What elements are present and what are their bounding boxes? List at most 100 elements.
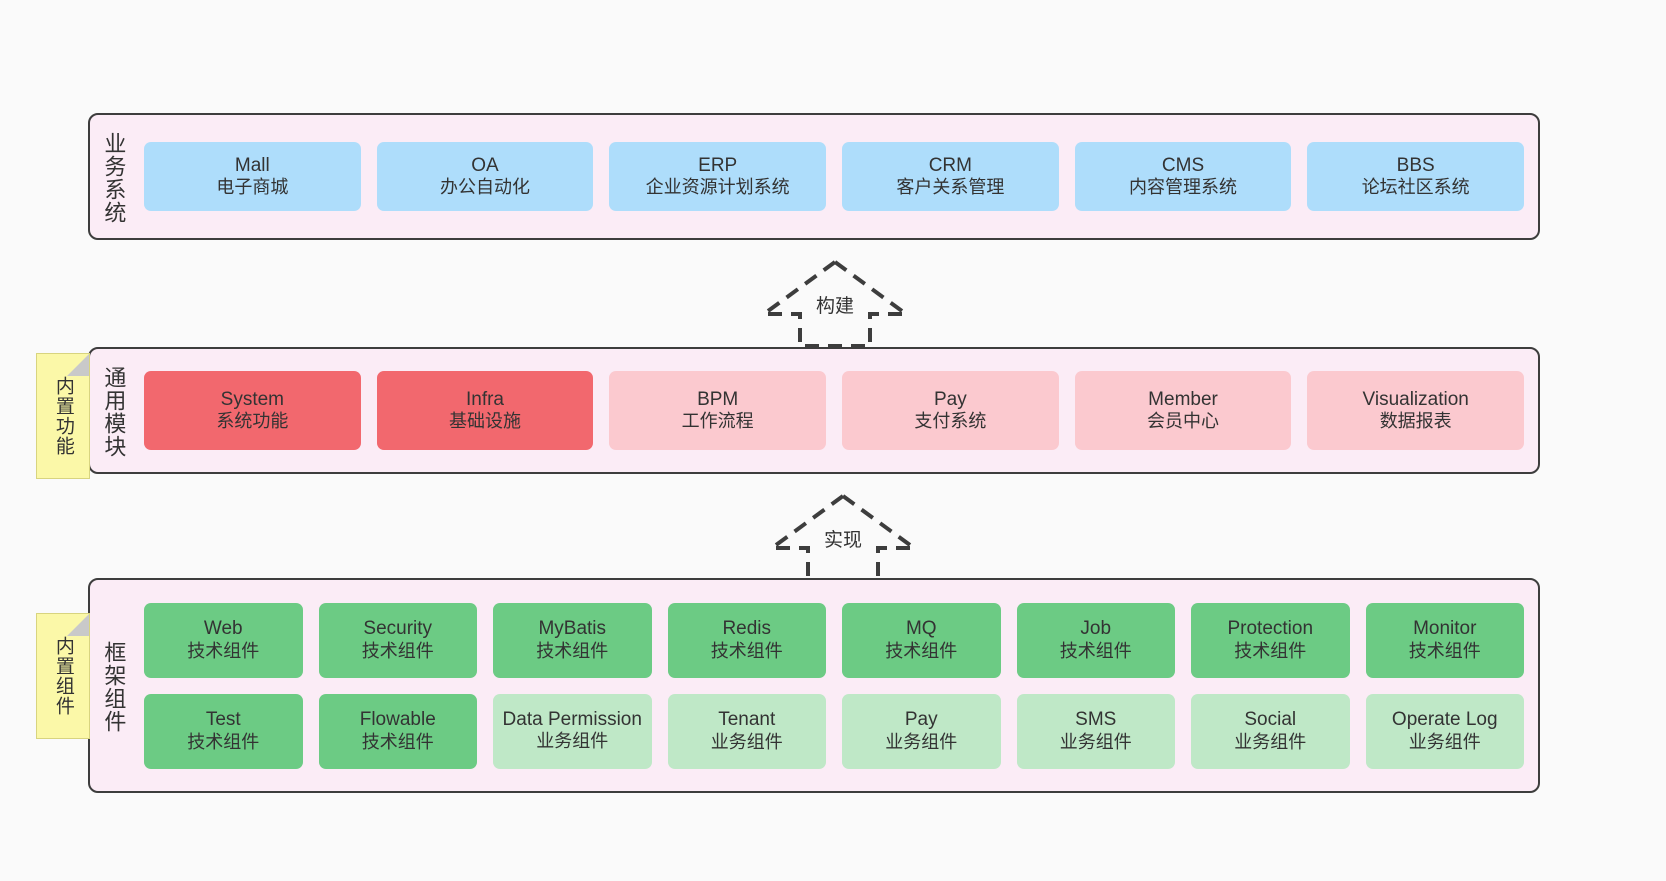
layer-body-framework: Web 技术组件 Security 技术组件 MyBatis 技术组件 Redi… <box>136 580 1538 791</box>
cell-title-cn: 电子商城 <box>216 177 289 198</box>
cell-title-en: Tenant <box>718 709 776 731</box>
cell-visualization[interactable]: Visualization 数据报表 <box>1307 371 1525 450</box>
layer-title-business: 业务系统 <box>101 131 127 224</box>
cell-title-cn: 客户关系管理 <box>896 177 1005 198</box>
cell-title-cn: 支付系统 <box>914 411 987 432</box>
cell-title-en: Visualization <box>1362 388 1469 410</box>
cell-title-en: Test <box>205 709 241 731</box>
cell-title-en: Flowable <box>359 709 436 731</box>
arrow-implement: 实现 <box>768 492 918 582</box>
cell-title-cn: 技术组件 <box>361 731 434 752</box>
cell-title-en: MyBatis <box>538 618 607 640</box>
cell-title-cn: 技术组件 <box>187 640 260 661</box>
arrow-label-build: 构建 <box>815 296 854 317</box>
cell-title-en: SMS <box>1075 709 1117 731</box>
cell-title-en: Monitor <box>1413 618 1477 640</box>
cell-erp[interactable]: ERP 企业资源计划系统 <box>609 142 827 211</box>
cell-cms[interactable]: CMS 内容管理系统 <box>1074 142 1292 211</box>
cell-security[interactable]: Security 技术组件 <box>318 602 477 678</box>
layer-business-systems: 业务系统 Mall 电子商城 OA 办公自动化 ERP 企业资源计划系统 CRM… <box>88 113 1540 240</box>
cell-row: Web 技术组件 Security 技术组件 MyBatis 技术组件 Redi… <box>144 602 1524 678</box>
cell-title-cn: 技术组件 <box>361 640 434 661</box>
cell-title-en: Operate Log <box>1391 709 1498 731</box>
cell-title-en: BPM <box>697 388 739 410</box>
cell-title-cn: 业务组件 <box>1059 731 1132 752</box>
cell-bpm[interactable]: BPM 工作流程 <box>609 371 827 450</box>
cell-title-en: CRM <box>928 154 972 176</box>
cell-social[interactable]: Social 业务组件 <box>1191 693 1350 769</box>
cell-title-en: MQ <box>905 618 937 640</box>
cell-mq[interactable]: MQ 技术组件 <box>842 602 1001 678</box>
cell-mybatis[interactable]: MyBatis 技术组件 <box>493 602 652 678</box>
cell-mall[interactable]: Mall 电子商城 <box>144 142 361 211</box>
cell-title-en: Mall <box>234 154 270 176</box>
cell-system[interactable]: System 系统功能 <box>144 371 361 450</box>
layer-body-common: System 系统功能 Infra 基础设施 BPM 工作流程 Pay 支付系统… <box>136 349 1538 472</box>
layer-framework-components: 框架组件 Web 技术组件 Security 技术组件 MyBatis 技术组件… <box>88 578 1540 793</box>
cell-row: Test 技术组件 Flowable 技术组件 Data Permission … <box>144 693 1524 769</box>
cell-title-cn: 基础设施 <box>449 411 521 432</box>
cell-title-cn: 论坛社区系统 <box>1361 177 1470 198</box>
cell-row: Mall 电子商城 OA 办公自动化 ERP 企业资源计划系统 CRM 客户关系… <box>144 142 1525 211</box>
cell-pay[interactable]: Pay 支付系统 <box>842 371 1059 450</box>
cell-title-en: Infra <box>465 388 505 410</box>
cell-title-cn: 会员中心 <box>1147 411 1220 432</box>
cell-title-cn: 技术组件 <box>710 640 783 661</box>
layer-common-modules: 通用模块 System 系统功能 Infra 基础设施 BPM 工作流程 Pay… <box>88 347 1540 474</box>
dashed-up-arrow-icon <box>760 259 910 348</box>
cell-title-en: Data Permission <box>502 708 642 730</box>
cell-sms[interactable]: SMS 业务组件 <box>1016 693 1175 769</box>
cell-title-en: Social <box>1244 709 1297 731</box>
cell-title-en: System <box>220 388 285 410</box>
cell-title-en: Web <box>203 618 243 640</box>
cell-title-cn: 业务组件 <box>1234 731 1307 752</box>
arrow-build: 构建 <box>760 258 910 348</box>
cell-title-en: BBS <box>1396 154 1435 176</box>
cell-title-en: Pay <box>904 709 938 731</box>
cell-title-en: Job <box>1080 618 1112 640</box>
cell-title-en: Protection <box>1227 618 1314 640</box>
cell-flowable[interactable]: Flowable 技术组件 <box>318 693 477 769</box>
cell-title-cn: 业务组件 <box>536 731 609 752</box>
cell-title-en: OA <box>471 154 499 176</box>
cell-title-cn: 技术组件 <box>1234 640 1307 661</box>
cell-title-cn: 业务组件 <box>710 731 783 752</box>
cell-crm[interactable]: CRM 客户关系管理 <box>842 142 1059 211</box>
cell-bbs[interactable]: BBS 论坛社区系统 <box>1307 142 1525 211</box>
cell-title-cn: 工作流程 <box>681 411 754 432</box>
cell-title-cn: 数据报表 <box>1379 411 1452 432</box>
cell-title-en: ERP <box>698 154 738 176</box>
cell-title-en: CMS <box>1161 154 1205 176</box>
cell-operate-log[interactable]: Operate Log 业务组件 <box>1365 693 1524 769</box>
cell-title-cn: 技术组件 <box>885 640 958 661</box>
cell-title-cn: 技术组件 <box>1408 640 1481 661</box>
cell-monitor[interactable]: Monitor 技术组件 <box>1365 602 1524 678</box>
cell-job[interactable]: Job 技术组件 <box>1016 602 1175 678</box>
cell-title-en: Redis <box>722 618 772 640</box>
cell-data-permission[interactable]: Data Permission 业务组件 <box>493 693 652 769</box>
cell-pay-business[interactable]: Pay 业务组件 <box>842 693 1001 769</box>
cell-title-cn: 办公自动化 <box>440 177 530 198</box>
sticky-note-builtin-components: 内置组件 <box>36 613 90 739</box>
cell-title-cn: 内容管理系统 <box>1129 177 1238 198</box>
cell-title-cn: 企业资源计划系统 <box>645 177 790 198</box>
cell-member[interactable]: Member 会员中心 <box>1074 371 1292 450</box>
cell-row: System 系统功能 Infra 基础设施 BPM 工作流程 Pay 支付系统… <box>144 371 1525 450</box>
cell-test[interactable]: Test 技术组件 <box>144 693 303 769</box>
arrow-label-implement: 实现 <box>823 530 862 551</box>
cell-oa[interactable]: OA 办公自动化 <box>376 142 594 211</box>
layer-title-common: 通用模块 <box>101 365 127 458</box>
cell-web[interactable]: Web 技术组件 <box>144 602 303 678</box>
cell-title-en: Security <box>363 618 433 640</box>
cell-title-en: Pay <box>933 388 967 410</box>
cell-protection[interactable]: Protection 技术组件 <box>1191 602 1350 678</box>
cell-title-cn: 业务组件 <box>885 731 958 752</box>
cell-title-cn: 系统功能 <box>216 411 289 432</box>
cell-infra[interactable]: Infra 基础设施 <box>376 371 594 450</box>
layer-body-business: Mall 电子商城 OA 办公自动化 ERP 企业资源计划系统 CRM 客户关系… <box>136 115 1538 238</box>
cell-title-cn: 业务组件 <box>1408 731 1481 752</box>
cell-title-cn: 技术组件 <box>536 640 609 661</box>
cell-tenant[interactable]: Tenant 业务组件 <box>667 693 826 769</box>
cell-redis[interactable]: Redis 技术组件 <box>667 602 826 678</box>
